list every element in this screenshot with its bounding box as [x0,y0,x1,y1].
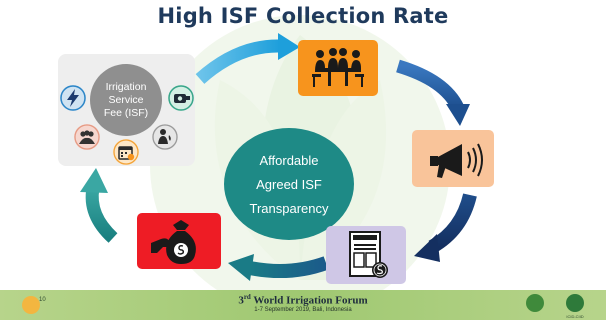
water-user-icon [152,124,178,150]
invoice-box [326,226,406,284]
icid-logo-icon [566,294,584,312]
forum-logo-icon: 10 [22,296,46,314]
forum-logo-number: 10 [39,297,46,303]
announcement-box [412,130,494,187]
isf-panel: Irrigation Service Fee (ISF) [58,54,195,166]
isf-line-2: Service [108,93,144,106]
megaphone-icon [430,143,483,178]
isf-circle: Irrigation Service Fee (ISF) [90,64,162,136]
footer-title-text: World Irrigation Forum [250,294,368,307]
principle-agreed-isf: Agreed ISF [256,176,322,192]
footer-subtitle: 1-7 September 2019, Bali, Indonesia [254,307,352,313]
arrow-lower-right [414,193,477,262]
calendar-icon [113,139,139,165]
arrow-bottom [228,254,329,281]
meeting-box [298,40,378,96]
principle-transparency: Transparency [249,200,329,216]
group-meeting-icon [74,124,100,150]
isf-line-1: Irrigation [105,80,147,93]
icid-logo-caption: ICID-CIID [566,314,584,319]
slide-title: High ISF Collection Rate [157,4,449,28]
arrow-left [80,168,118,243]
footer-title-suffix: rd [243,293,251,301]
cycle-arrows [80,33,477,281]
principle-affordable: Affordable [259,152,319,168]
isf-line-3: Fee (ISF) [103,106,149,119]
footer-title-number: 3 [238,294,244,307]
arrow-upper-right [396,59,470,126]
arrow-top [195,33,300,84]
partner-logo-icon [526,294,544,312]
payment-box [137,213,221,269]
center-principles-circle: Affordable Agreed ISF Transparency [224,128,354,240]
water-pump-icon [168,85,194,111]
meeting-table-icon [312,48,364,87]
money-bag-hand-icon [151,220,196,264]
lightning-icon [60,85,86,111]
invoice-icon [349,231,388,278]
footer-title: 3rd World Irrigation Forum [0,293,606,307]
footer-banner: 10 3rd World Irrigation Forum 1-7 Septem… [0,290,606,320]
